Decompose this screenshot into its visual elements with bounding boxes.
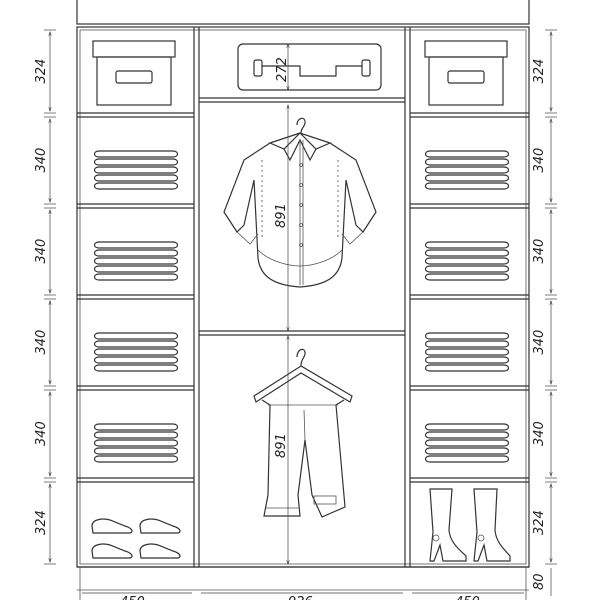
storage-box-right: [424, 40, 508, 106]
dimension-label: 324: [532, 59, 547, 84]
shoes: [91, 518, 181, 559]
folded-clothes-layer: [93, 431, 179, 439]
folded-clothes-layer: [93, 265, 179, 273]
folded-clothes-stacks: [93, 150, 510, 463]
storage-box-left: [92, 40, 176, 106]
bottom-width-right: 450: [455, 595, 480, 600]
dimension-label: 340: [34, 330, 49, 355]
folded-clothes-layer: [93, 182, 179, 190]
folded-clothes-layer: [424, 182, 510, 190]
folded-clothes-layer: [93, 356, 179, 364]
dimension-label: 324: [34, 59, 49, 84]
folded-clothes-layer: [93, 150, 179, 158]
dimension-label: 340: [532, 421, 547, 446]
dimension-label: 340: [34, 421, 49, 446]
folded-clothes-layer: [93, 166, 179, 174]
folded-clothes-layer: [424, 273, 510, 281]
folded-clothes-layer: [424, 340, 510, 348]
dimension-label: 340: [532, 330, 547, 355]
folded-clothes-layer: [424, 455, 510, 463]
dimension-lines: 324 324 340 340 340 340 340 340 340 340 324 324: [34, 29, 557, 596]
folded-clothes-layer: [424, 423, 510, 431]
dimension-label: 340: [532, 148, 547, 173]
folded-clothes-layer: [93, 455, 179, 463]
dimension-label: 324: [532, 510, 547, 535]
shirt-on-hanger: [223, 117, 377, 288]
folded-clothes-layer: [424, 150, 510, 158]
trousers-height-label: 891: [274, 433, 289, 458]
boots: [429, 488, 511, 562]
folded-clothes-layer: [93, 439, 179, 447]
folded-clothes-layer: [93, 273, 179, 281]
dimension-label: 340: [34, 239, 49, 264]
folded-clothes-layer: [424, 249, 510, 257]
folded-clothes-layer: [93, 447, 179, 455]
folded-clothes-layer: [93, 364, 179, 372]
folded-clothes-layer: [424, 431, 510, 439]
folded-clothes-layer: [424, 174, 510, 182]
folded-clothes-layer: [424, 158, 510, 166]
folded-clothes-layer: [424, 265, 510, 273]
center-top-drawer: [237, 43, 382, 91]
folded-clothes-layer: [93, 241, 179, 249]
shirt-height-label: 891: [274, 203, 289, 228]
dimension-label: 340: [34, 148, 49, 173]
center-top-height-label: 272: [275, 57, 290, 82]
folded-clothes-layer: [424, 356, 510, 364]
folded-clothes-layer: [424, 348, 510, 356]
folded-clothes-layer: [93, 340, 179, 348]
plinth-height-label: 80: [532, 573, 547, 590]
bottom-width-center: 926: [288, 595, 313, 600]
bottom-width-left: 450: [120, 595, 145, 600]
folded-clothes-layer: [424, 257, 510, 265]
folded-clothes-layer: [93, 158, 179, 166]
folded-clothes-layer: [424, 241, 510, 249]
trousers-on-hanger: [253, 348, 353, 518]
folded-clothes-layer: [424, 447, 510, 455]
folded-clothes-layer: [93, 257, 179, 265]
wardrobe-carcass: [76, 26, 530, 600]
folded-clothes-layer: [424, 364, 510, 372]
folded-clothes-layer: [93, 423, 179, 431]
folded-clothes-layer: [93, 348, 179, 356]
dimension-label: 324: [34, 510, 49, 535]
folded-clothes-layer: [424, 166, 510, 174]
top-cornice: [76, 0, 530, 25]
folded-clothes-layer: [93, 174, 179, 182]
folded-clothes-layer: [424, 332, 510, 340]
folded-clothes-layer: [93, 249, 179, 257]
dimension-label: 340: [532, 239, 547, 264]
folded-clothes-layer: [93, 332, 179, 340]
folded-clothes-layer: [424, 439, 510, 447]
